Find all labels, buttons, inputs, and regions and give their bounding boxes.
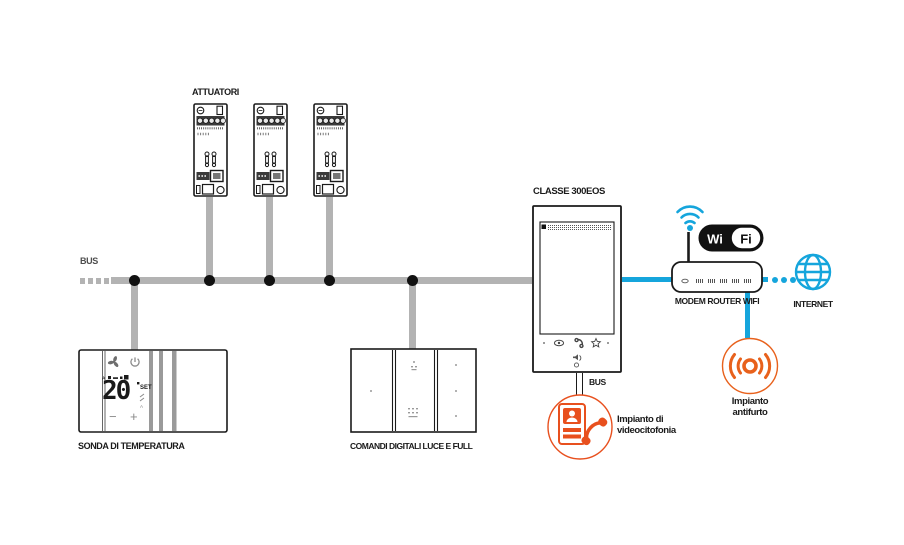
video-bus-line-right: [581, 373, 584, 396]
camera-dot: [541, 224, 546, 229]
control-dot: [455, 364, 457, 366]
router-label: MODEM ROUTER WIFI: [674, 296, 760, 306]
digital-commands-device: [350, 348, 477, 433]
thermostat-device: A A 20 SET − +: [78, 349, 228, 433]
nav-dot: [543, 342, 545, 344]
handset-icon[interactable]: [574, 337, 584, 349]
thermostat-minus-button: −: [109, 409, 117, 424]
actuator-module-3: [313, 103, 348, 197]
wifi-dot: [687, 225, 693, 231]
bus-junction-dot: [204, 275, 215, 286]
bus-drop-actuator-1: [206, 197, 213, 280]
control-dot: [455, 415, 457, 417]
actuators-label: ATTUATORI: [192, 87, 239, 97]
blue-line-router-right: [762, 277, 768, 282]
thermostat-body: A A: [78, 349, 228, 433]
fan-icon: [107, 356, 119, 367]
router-body: [671, 261, 763, 293]
alarm-label-line1: Impianto: [731, 396, 769, 407]
thermostat-label: SONDA DI TEMPERATURA: [78, 441, 185, 451]
siren-icon: [721, 337, 779, 395]
thermostat-plus-button: +: [130, 409, 138, 424]
bus-horizontal-line: [111, 277, 532, 284]
video-bus-line-left: [575, 373, 578, 396]
lamp-icon: [408, 408, 418, 418]
control-dot: [370, 390, 372, 392]
lamp-icon: [411, 361, 417, 371]
blue-line-unit-to-router: [622, 277, 675, 282]
globe-icon: [794, 253, 832, 291]
bus-drop-thermostat: [131, 281, 138, 350]
nav-dot: [607, 342, 609, 344]
alarm-label-line2: antifurto: [732, 407, 768, 418]
bus-junction-dot: [264, 275, 275, 286]
blue-line-router-to-alarm: [745, 291, 750, 338]
thermostat-set-label: SET: [140, 385, 152, 391]
bus-drop-actuator-2: [266, 197, 273, 280]
bus-dash: [88, 278, 93, 284]
wifi-logo: Wi Fi: [698, 224, 764, 252]
modem-router: [671, 205, 763, 293]
speaker-grille: [548, 224, 612, 231]
display-indicator-row: A: [102, 375, 129, 381]
bus-dash: [80, 278, 85, 284]
blue-dot: [790, 277, 796, 283]
wifi-logo-fi: Fi: [740, 232, 752, 247]
eye-icon[interactable]: [553, 339, 565, 347]
internet-label: INTERNET: [793, 299, 833, 309]
intercom-label-line1: Impianto di: [617, 414, 664, 425]
display-scale-marks: [139, 393, 145, 402]
intercom-label-line2: videocitofonia: [617, 425, 676, 436]
actuator-module-2: [253, 103, 288, 197]
video-entry-unit: [532, 205, 622, 373]
control-dot: [455, 390, 457, 392]
blue-dot: [772, 277, 778, 283]
bus-drop-commands: [409, 281, 416, 349]
wifi-waves-icon: [676, 205, 704, 225]
digital-commands-label: COMANDI DIGITALI LUCE E FULL: [350, 441, 473, 451]
bus-junction-dot: [407, 275, 418, 286]
bus-label-video: BUS: [589, 377, 606, 387]
actuator-module-1: [193, 103, 228, 197]
thermostat-temperature-value: 20: [102, 376, 131, 406]
blue-dot: [781, 277, 787, 283]
unit-screen: [539, 221, 615, 335]
intercom-handset: [581, 417, 608, 446]
power-icon: [130, 357, 140, 367]
bus-dash: [104, 278, 109, 284]
bus-label-left: BUS: [80, 256, 98, 266]
bus-drop-actuator-3: [326, 197, 333, 280]
wifi-logo-wi: Wi: [707, 232, 723, 247]
speaker-icon: [573, 354, 582, 368]
star-icon[interactable]: [590, 337, 602, 348]
display-mode-letter: A: [140, 404, 143, 409]
intercom-icon: [547, 394, 613, 460]
bus-junction-dot: [324, 275, 335, 286]
video-unit-label: CLASSE 300EOS: [533, 186, 605, 197]
bus-junction-dot: [129, 275, 140, 286]
bus-dash: [96, 278, 101, 284]
svg-text:A: A: [102, 376, 106, 381]
